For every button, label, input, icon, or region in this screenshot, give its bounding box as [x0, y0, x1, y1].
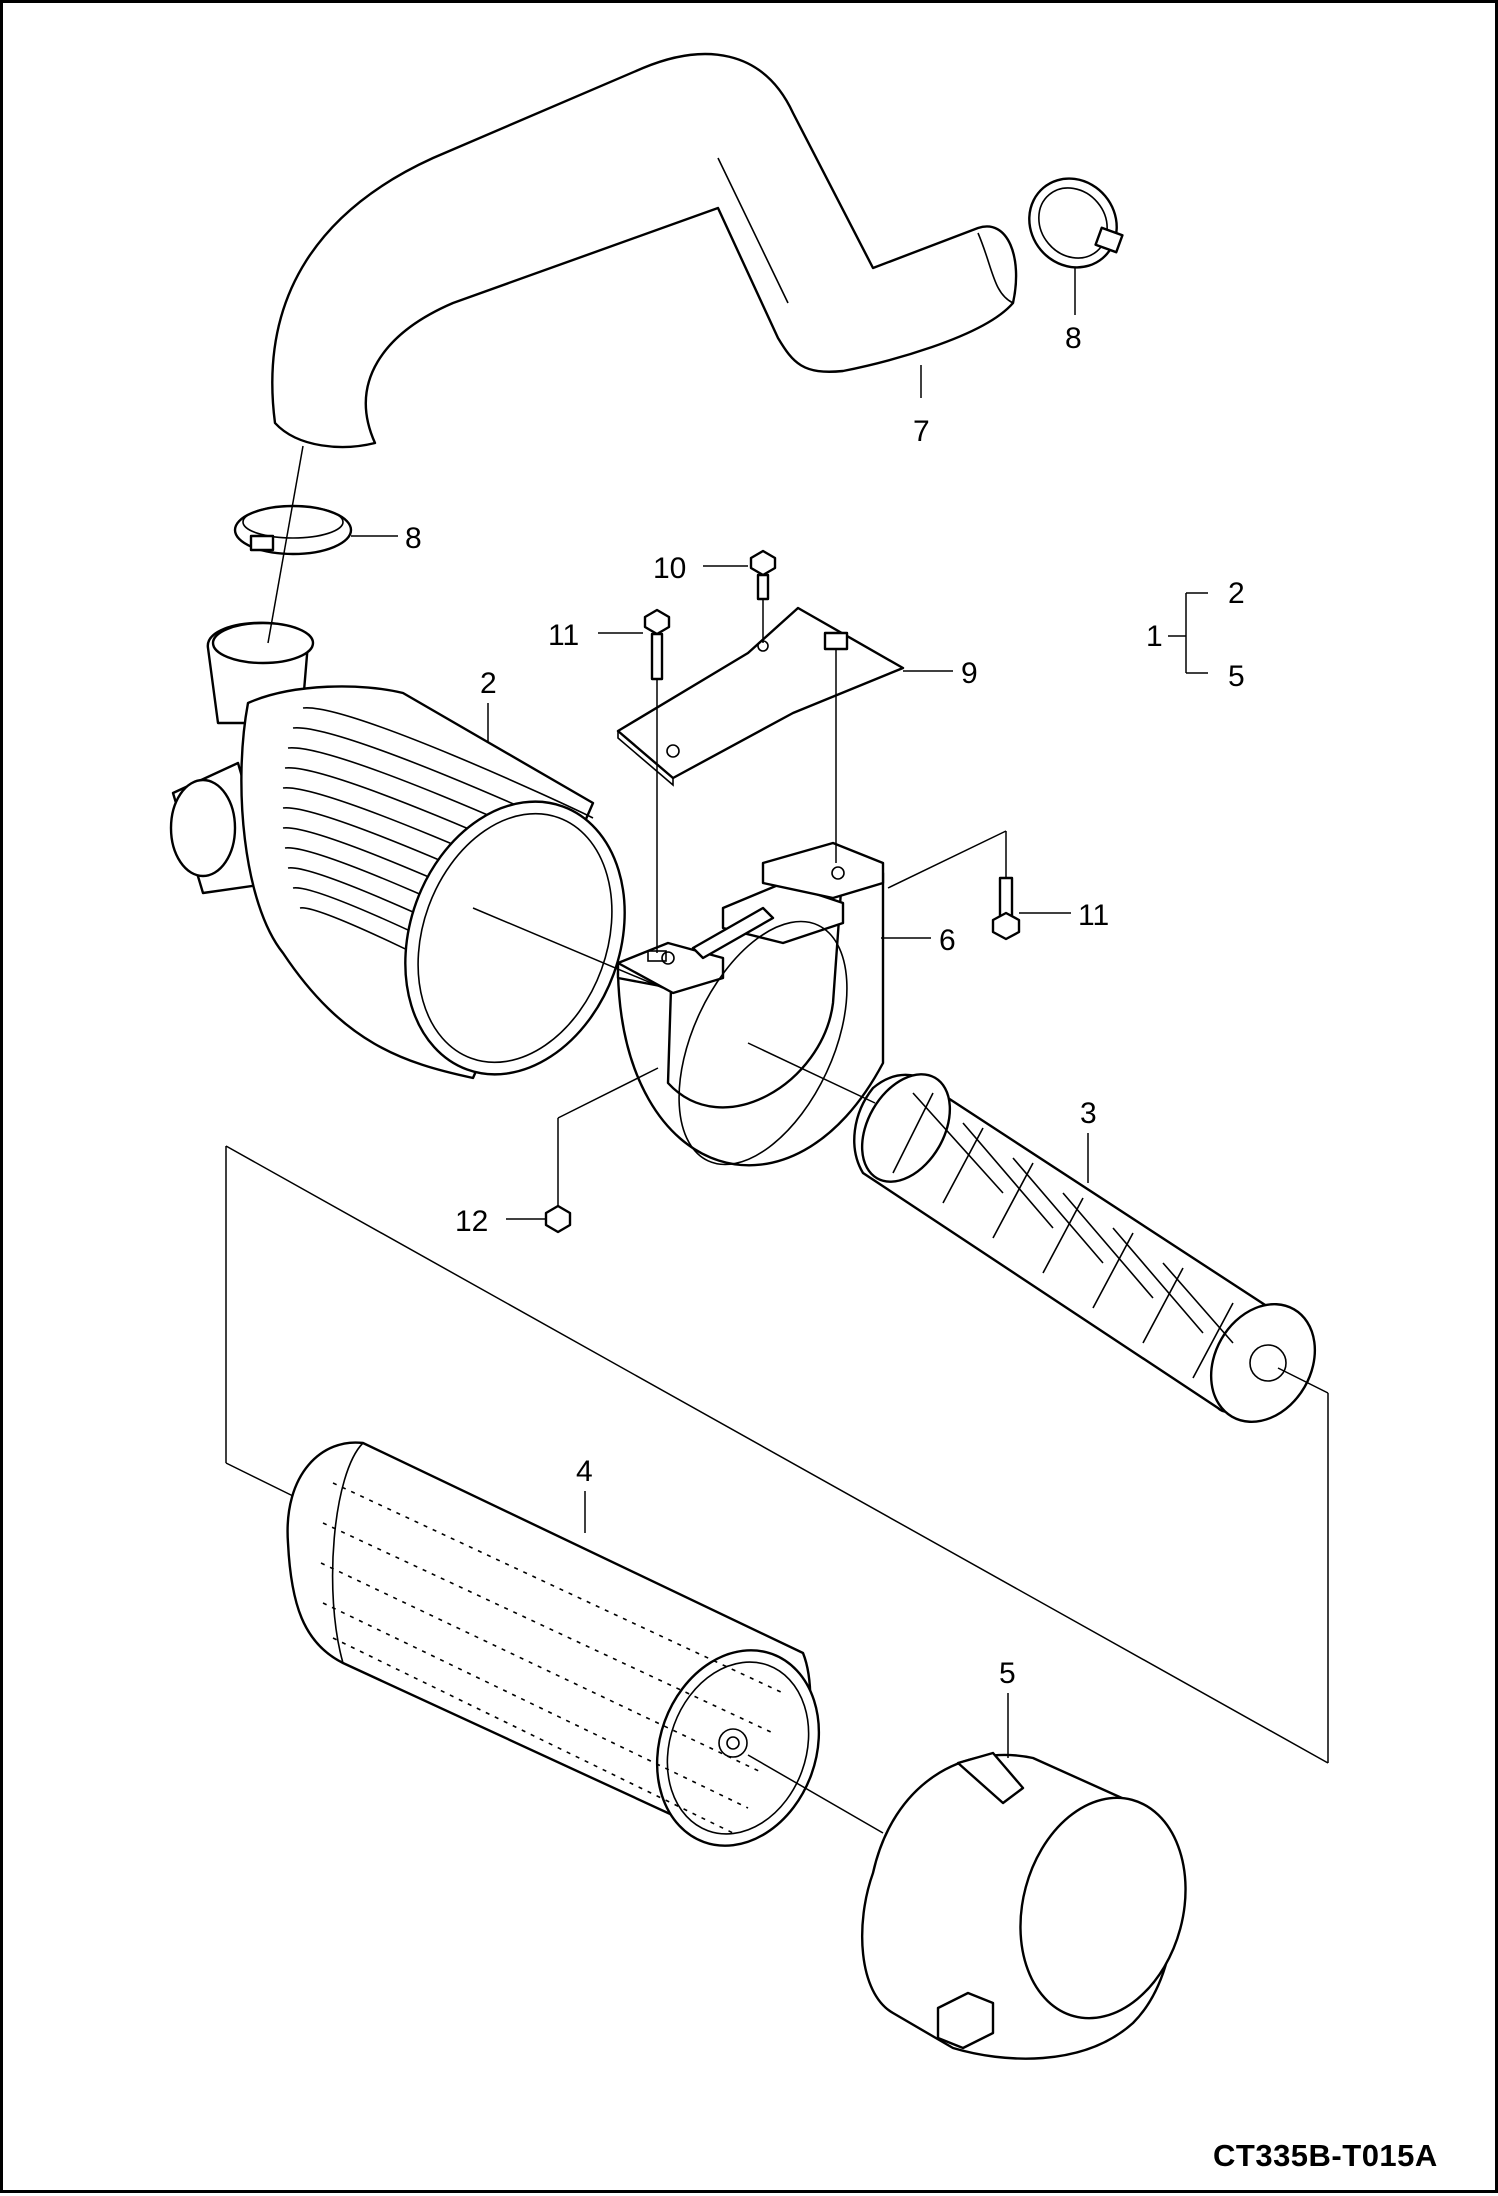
callout-labels: 8 7 8 10 11 9 2 1 2 5 11 6 3 12 4 5 [405, 322, 1245, 1690]
callout-7: 7 [913, 415, 930, 448]
callout-5: 5 [999, 1657, 1016, 1690]
callout-8-top: 8 [1065, 322, 1082, 355]
callout-12: 12 [455, 1205, 488, 1238]
drawing-code: CT335B-T015A [1213, 2138, 1438, 2173]
callout-11-left: 11 [548, 619, 579, 652]
bolt-11-right [991, 876, 1021, 941]
callout-4: 4 [576, 1455, 593, 1488]
hose-clamp-top [1028, 177, 1124, 269]
callout-5-group: 5 [1228, 660, 1245, 693]
bolt-10 [749, 549, 777, 601]
callout-10: 10 [653, 552, 686, 585]
leader-lines [225, 268, 1329, 1834]
air-intake-hose [271, 52, 1018, 449]
hose-clamp-left [233, 504, 353, 556]
air-cleaner-housing [169, 621, 626, 1080]
callout-6: 6 [939, 924, 956, 957]
callout-3: 3 [1080, 1097, 1097, 1130]
callout-2-group: 2 [1228, 577, 1245, 610]
callout-1: 1 [1146, 620, 1163, 653]
callout-11-right: 11 [1078, 899, 1109, 932]
callout-2: 2 [480, 667, 497, 700]
dust-cover [860, 1751, 1187, 2060]
nut-12 [544, 1204, 572, 1234]
main-filter-element [286, 1441, 821, 1847]
inner-safety-filter [853, 1073, 1317, 1424]
callout-8-left: 8 [405, 522, 422, 555]
exploded-parts-diagram: 8 7 8 10 11 9 2 1 2 5 11 6 3 12 4 5 [169, 52, 1329, 2060]
bolt-11-left [643, 608, 671, 681]
band-strap [616, 841, 885, 1167]
callout-9: 9 [961, 657, 978, 690]
